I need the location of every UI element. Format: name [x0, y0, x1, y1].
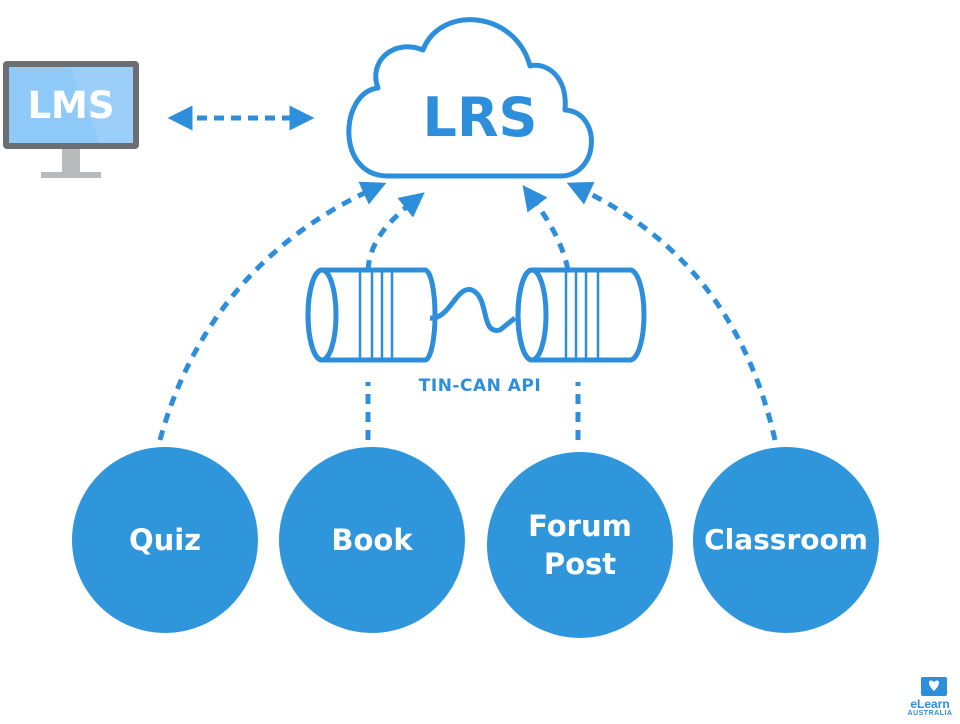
- forum-post-label: Forum Post: [528, 509, 632, 581]
- quiz-node: [72, 447, 258, 633]
- classroom-node: [693, 447, 879, 633]
- brand-name: eLearn: [910, 697, 950, 711]
- forum-post-node: [487, 452, 673, 638]
- tin-can-phone-icon: [305, 267, 647, 363]
- tin-can-api-label: TIN-CAN API: [418, 376, 542, 396]
- classroom-to-lrs-arrow: [566, 181, 778, 441]
- lrs-label: LRS: [422, 85, 538, 149]
- book-label: Book: [331, 523, 413, 557]
- quiz-label: Quiz: [128, 523, 202, 557]
- lms-label: LMS: [27, 83, 115, 127]
- quiz-to-lrs-arrow: [157, 181, 387, 441]
- classroom-label: Classroom: [704, 523, 868, 556]
- forum-to-lrs-arrow: [530, 195, 581, 440]
- open-book-heart-icon: [921, 677, 947, 696]
- brand-subtitle: AUSTRALIA: [907, 710, 953, 717]
- lms-monitor-icon: [3, 61, 139, 178]
- lrs-cloud-icon: [346, 17, 594, 179]
- book-to-lrs-arrow: [365, 200, 415, 440]
- brand-logo: eLearn AUSTRALIA: [900, 676, 960, 724]
- book-node: [279, 447, 465, 633]
